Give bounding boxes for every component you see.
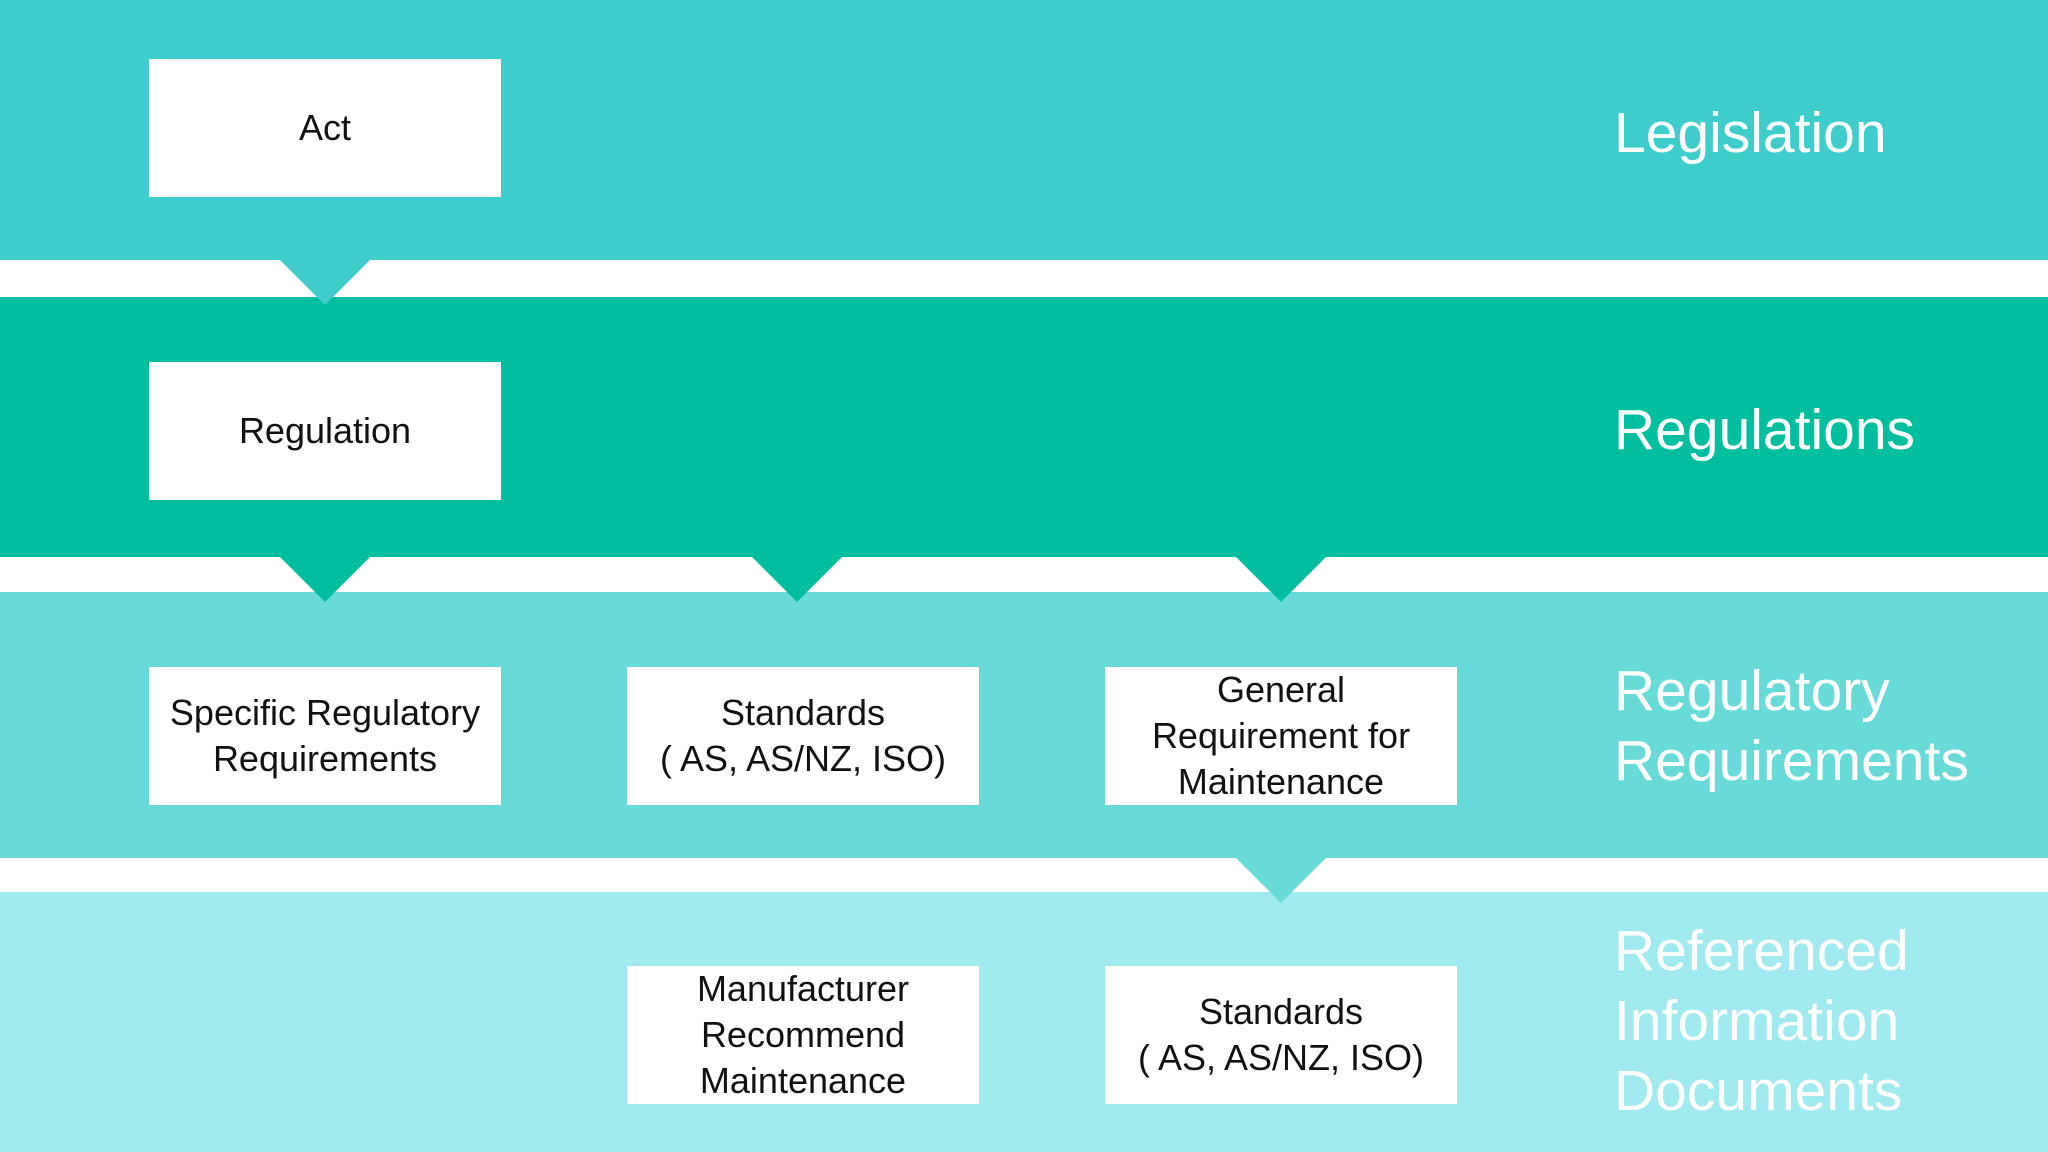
chevron-arrow-general-to-referenced — [1236, 858, 1326, 903]
band-label-regulatory-requirements: Regulatory Requirements — [1614, 659, 1969, 793]
band-label-legislation: Legislation — [1614, 101, 1887, 165]
band-label-referenced-information-documents: Referenced Information Documents — [1614, 919, 1909, 1123]
box-specific-regulatory-requirements: Specific Regulatory Requirements — [149, 667, 501, 805]
box-general-requirement-for-maintenance: General Requirement for Maintenance — [1105, 667, 1457, 805]
box-act: Act — [149, 59, 501, 197]
chevron-arrow-regulation-to-standards — [752, 557, 842, 602]
box-manufacturer-recommend-maintenance: Manufacturer Recommend Maintenance — [627, 966, 979, 1104]
box-regulation: Regulation — [149, 362, 501, 500]
band-label-regulations: Regulations — [1614, 398, 1916, 462]
chevron-arrow-regulation-to-general — [1236, 557, 1326, 602]
band-referenced-information-documents: Referenced Information Documents — [0, 892, 2048, 1152]
chevron-outline-act — [280, 260, 370, 305]
box-standards-referenced: Standards ( AS, AS/NZ, ISO) — [1105, 966, 1457, 1104]
chevron-arrow-act-to-regulation — [280, 260, 370, 305]
box-standards-regulatory: Standards ( AS, AS/NZ, ISO) — [627, 667, 979, 805]
chevron-arrow-regulation-to-specific — [280, 557, 370, 602]
